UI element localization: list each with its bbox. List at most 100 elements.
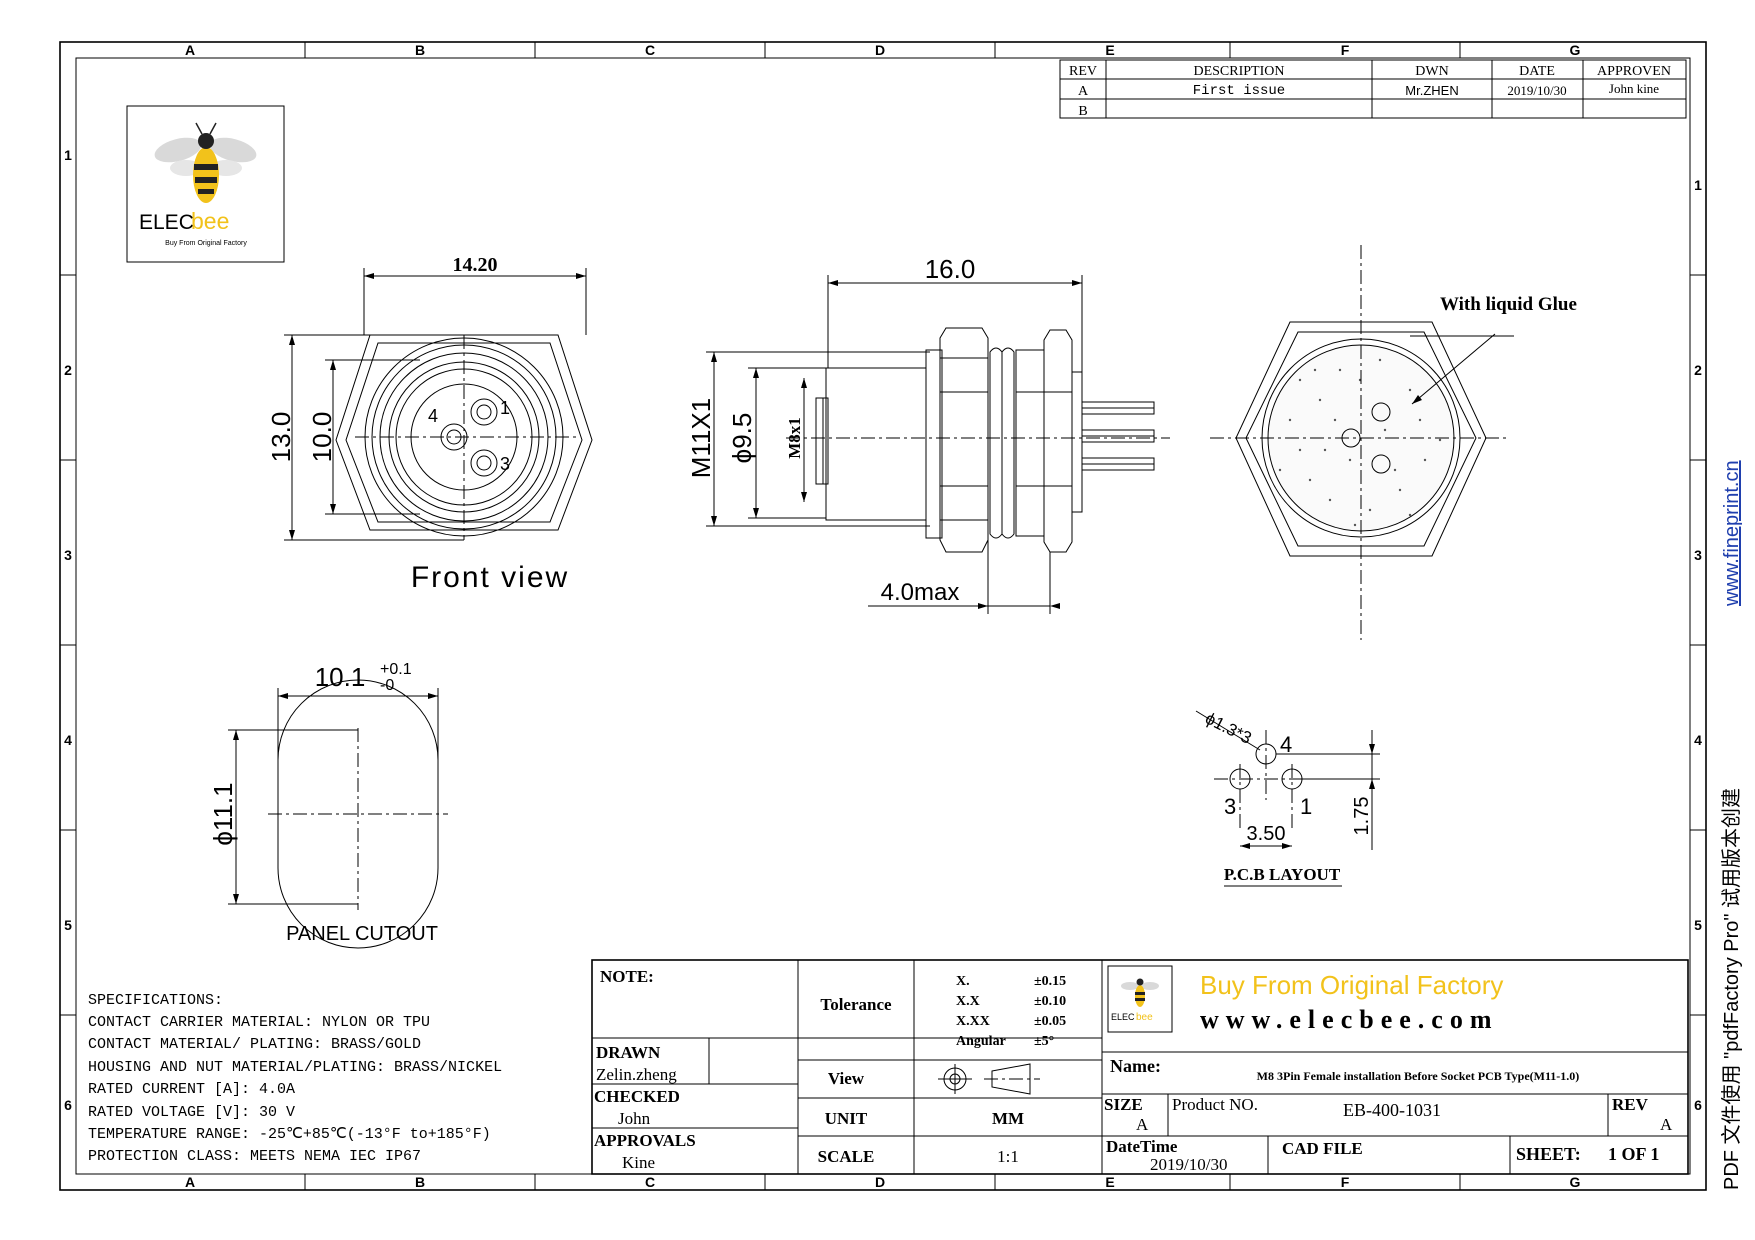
tol-key: X.X: [956, 994, 980, 1009]
unit-label: UNIT: [825, 1109, 868, 1128]
title-logo: ELEC bee: [1107, 965, 1173, 1033]
pcb-hole-size: ϕ1.3*3: [1202, 709, 1254, 748]
col-label: D: [875, 1174, 885, 1190]
note-label: NOTE:: [600, 967, 654, 986]
elecbee-logo: ELEC bee Buy From Original Factory: [126, 105, 285, 263]
thread-outer: M11X1: [686, 398, 716, 478]
dwn-cell: Mr.ZHEN: [1405, 83, 1458, 98]
col-label: E: [1105, 1174, 1114, 1190]
date-header: DATE: [1519, 64, 1555, 79]
dwn-header: DWN: [1415, 64, 1448, 79]
glue-note: With liquid Glue: [1440, 294, 1577, 315]
pdffactory-watermark: PDF 文件使用 "pdfFactory Pro" 试用版本创建 www.fin…: [1720, 460, 1743, 1190]
view-label: View: [828, 1069, 865, 1088]
checked-value: John: [618, 1109, 651, 1128]
row-label: 3: [1694, 547, 1702, 563]
cutout-tol-lower: -0: [380, 677, 394, 694]
col-label: A: [185, 42, 195, 58]
logo-brand-elec: ELEC: [139, 211, 194, 234]
drawn-value: Zelin.zheng: [596, 1065, 677, 1084]
col-label: D: [875, 42, 885, 58]
col-label: C: [645, 1174, 655, 1190]
pin-label: 3: [500, 454, 510, 474]
pcb-pin-label: 1: [1300, 794, 1312, 819]
row-label: 2: [1694, 362, 1702, 378]
scale-label: SCALE: [818, 1147, 875, 1166]
col-label: G: [1570, 42, 1581, 58]
spec-line: PROTECTION CLASS: MEETS NEMA IEC IP67: [88, 1148, 421, 1165]
front-view-caption: Front view: [411, 561, 569, 594]
tol-value: ±0.10: [1034, 994, 1066, 1009]
tol-key: X.XX: [956, 1014, 990, 1029]
col-label: C: [645, 42, 655, 58]
rev-value: A: [1660, 1115, 1673, 1134]
pcb-layout-caption: P.C.B LAYOUT: [1224, 865, 1341, 884]
unit-value: MM: [992, 1109, 1024, 1128]
pin-3: [470, 449, 498, 477]
bee-icon: [154, 122, 257, 203]
approven-cell: John kine: [1609, 81, 1659, 96]
approvals-label: APPROVALS: [594, 1131, 696, 1150]
drawn-label: DRAWN: [596, 1043, 661, 1062]
pcb-dim-y: 1.75: [1351, 797, 1373, 836]
cutout-tol-upper: +0.1: [380, 661, 412, 678]
dim-width: 14.20: [453, 254, 498, 276]
spec-line: CONTACT MATERIAL/ PLATING: BRASS/GOLD: [88, 1036, 421, 1053]
spec-line: CONTACT CARRIER MATERIAL: NYLON OR TPU: [88, 1014, 430, 1031]
spec-line: RATED VOLTAGE [V]: 30 V: [88, 1104, 295, 1121]
row-label: 2: [64, 362, 72, 378]
row-label: 1: [1694, 177, 1702, 193]
checked-label: CHECKED: [594, 1087, 680, 1106]
projection-symbol-icon: [938, 1063, 1040, 1095]
dim-max: 4.0max: [881, 579, 960, 606]
dim-length: 16.0: [925, 254, 976, 284]
website: www.elecbee.com: [1200, 1005, 1498, 1034]
title-logo-elec: ELEC: [1111, 1012, 1135, 1022]
name-label: Name:: [1110, 1056, 1161, 1076]
glue-speckle: [1278, 358, 1442, 527]
bee-icon: [1121, 978, 1159, 1007]
rev-header: REV: [1069, 64, 1097, 79]
rev-label: REV: [1612, 1095, 1649, 1114]
panel-cutout: 10.1 +0.1 -0 ϕ11.1 PANEL CUTOUT: [208, 661, 448, 949]
rev-cell: B: [1078, 104, 1087, 119]
sheet-label: SHEET:: [1516, 1144, 1581, 1164]
row-label: 6: [64, 1097, 72, 1113]
col-label: A: [185, 1174, 195, 1190]
sheet-value: 1 OF 1: [1608, 1144, 1659, 1164]
row-label: 3: [64, 547, 72, 563]
slogan: Buy From Original Factory: [1200, 970, 1503, 1000]
spec-line: RATED CURRENT [A]: 4.0A: [88, 1081, 295, 1098]
pcb-dim-x: 3.50: [1247, 823, 1286, 845]
tol-value: ±5°: [1034, 1034, 1054, 1049]
specifications: SPECIFICATIONS: CONTACT CARRIER MATERIAL…: [88, 992, 502, 1165]
tol-key: X.: [956, 974, 970, 989]
logo-brand-bee: bee: [191, 208, 229, 234]
row-label: 4: [1694, 732, 1702, 748]
specs-title: SPECIFICATIONS:: [88, 992, 223, 1009]
row-label: 4: [64, 732, 72, 748]
scale-value: 1:1: [997, 1147, 1019, 1166]
dim-height-outer: 13.0: [266, 412, 296, 463]
cutout-diameter: ϕ11.1: [208, 782, 238, 845]
approven-header: APPROVEN: [1597, 64, 1671, 79]
pcb-pin-label: 3: [1224, 794, 1236, 819]
pin-4: [440, 423, 468, 451]
diameter: ϕ9.5: [727, 413, 757, 464]
pcb-pin-label: 4: [1280, 732, 1292, 757]
pin-label: 1: [500, 398, 510, 418]
revision-table: REV DESCRIPTION DWN DATE APPROVEN A Firs…: [1059, 59, 1687, 119]
pin-1: [470, 398, 498, 426]
watermark-link[interactable]: www.fineprint.cn: [1721, 460, 1743, 607]
tolerance-label: Tolerance: [820, 995, 892, 1014]
col-label: F: [1341, 42, 1350, 58]
rev-cell: A: [1078, 84, 1089, 99]
side-view: 16.0 M11X1 ϕ9.5 M8x1 4.0max: [686, 254, 1170, 614]
date-cell: 2019/10/30: [1507, 83, 1566, 98]
tol-value: ±0.15: [1034, 974, 1066, 989]
row-label: 5: [1694, 917, 1702, 933]
thread-inner: M8x1: [785, 417, 804, 459]
title-block: NOTE: DRAWN Zelin.zheng CHECKED John APP…: [591, 959, 1689, 1175]
size-value: A: [1136, 1115, 1149, 1134]
